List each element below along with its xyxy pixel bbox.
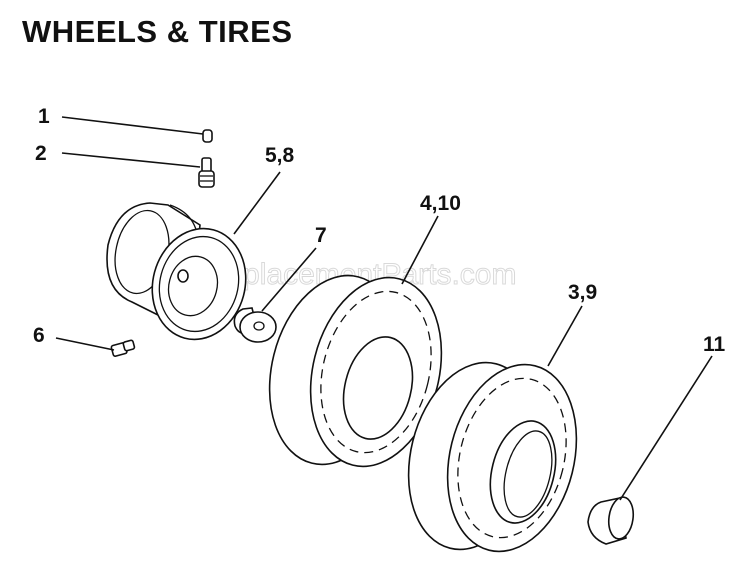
callout-6[interactable]: 6 bbox=[33, 324, 45, 347]
part-7-bushing[interactable] bbox=[233, 307, 277, 343]
callout-1[interactable]: 1 bbox=[38, 105, 50, 128]
callout-2[interactable]: 2 bbox=[35, 142, 47, 165]
callout-4-10[interactable]: 4,10 bbox=[420, 192, 461, 215]
callout-11[interactable]: 11 bbox=[703, 333, 726, 356]
callout-5-8[interactable]: 5,8 bbox=[265, 144, 295, 167]
part-3-9-tire[interactable] bbox=[390, 349, 595, 565]
leader-6 bbox=[55, 337, 115, 351]
callout-3-9[interactable]: 3,9 bbox=[568, 281, 597, 304]
leader-7 bbox=[261, 247, 317, 312]
leader-5-8 bbox=[233, 171, 281, 235]
part-4-10-tire[interactable] bbox=[251, 262, 461, 481]
part-6-bolt[interactable] bbox=[110, 339, 136, 357]
leader-1 bbox=[61, 116, 204, 135]
diagram-title: WHEELS & TIRES bbox=[22, 14, 293, 49]
callout-7[interactable]: 7 bbox=[315, 224, 327, 247]
part-1-valve-cap[interactable] bbox=[202, 129, 213, 143]
leader-3-9 bbox=[547, 305, 583, 367]
part-11-bearing[interactable] bbox=[587, 496, 636, 545]
part-5-8-rim[interactable] bbox=[106, 202, 258, 350]
leader-4-10 bbox=[401, 215, 439, 285]
leader-2 bbox=[61, 152, 201, 168]
part-2-valve-stem[interactable] bbox=[198, 157, 215, 188]
leader-11 bbox=[619, 355, 713, 501]
